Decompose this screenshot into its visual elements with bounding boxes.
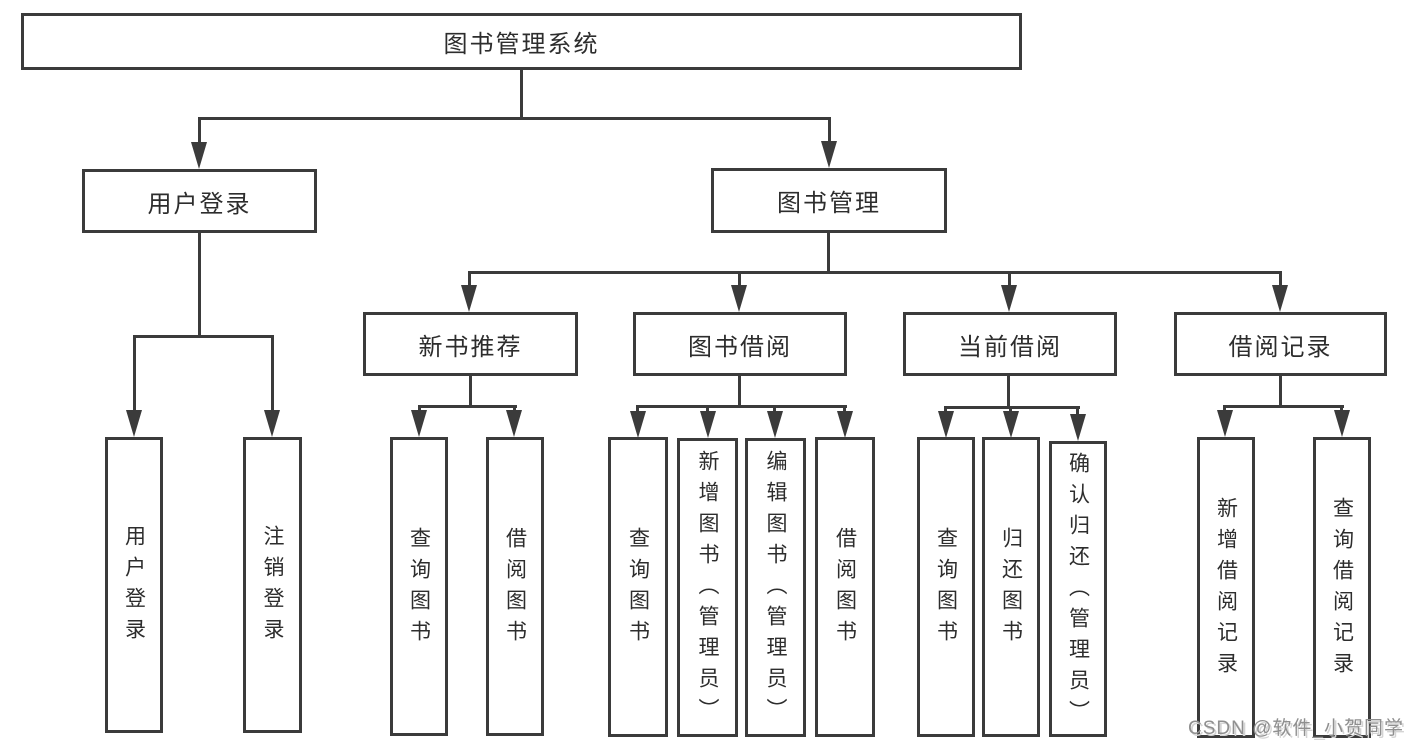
connector-line [271, 335, 274, 413]
arrow-down-icon [1272, 285, 1288, 312]
connector-line [418, 405, 421, 414]
arrow-down-icon [1070, 414, 1086, 441]
arrow-down-icon [700, 411, 716, 438]
connector-line [1223, 405, 1344, 408]
connector-line [1279, 374, 1282, 408]
arrow-down-icon [1334, 410, 1350, 437]
arrow-down-icon [1217, 410, 1233, 437]
arrow-down-icon [264, 410, 280, 437]
node-new-book-recommend: 新书推荐 [363, 312, 578, 376]
arrow-down-icon [1003, 411, 1019, 438]
connector-line [513, 405, 516, 414]
connector-line [469, 374, 472, 408]
leaf-logout: 注销登录 [243, 437, 302, 733]
connector-line [1076, 406, 1079, 417]
leaf-confirm-return-admin: 确认归还（管理员） [1049, 441, 1107, 737]
connector-line [133, 335, 274, 338]
arrow-down-icon [191, 142, 207, 169]
connector-line [828, 117, 831, 145]
arrow-down-icon [1001, 285, 1017, 312]
arrow-down-icon [506, 410, 522, 437]
leaf-query-books-current: 查询图书 [917, 437, 975, 737]
connector-line [773, 405, 776, 414]
node-book-management: 图书管理 [711, 168, 947, 233]
connector-line [469, 271, 1282, 274]
connector-line [706, 405, 709, 414]
leaf-user-login: 用户登录 [105, 437, 163, 733]
connector-line [1007, 374, 1010, 409]
node-book-borrow: 图书借阅 [633, 312, 847, 376]
leaf-query-borrow-record: 查询借阅记录 [1313, 437, 1371, 738]
connector-line [1279, 271, 1282, 288]
connector-line [1223, 405, 1226, 414]
connector-line [133, 335, 136, 413]
connector-line [738, 271, 741, 288]
node-user-login: 用户登录 [82, 169, 317, 233]
connector-line [944, 406, 947, 414]
arrow-down-icon [821, 141, 837, 168]
connector-line [198, 231, 201, 338]
connector-line [1340, 405, 1343, 414]
connector-line [198, 117, 201, 145]
connector-line [636, 405, 847, 408]
leaf-return-book: 归还图书 [982, 437, 1040, 737]
leaf-borrow-books-recommend: 借阅图书 [486, 437, 544, 736]
connector-line [944, 406, 1080, 409]
connector-line [843, 405, 846, 414]
connector-line [198, 117, 831, 120]
connector-line [468, 271, 471, 288]
connector-line [636, 405, 639, 414]
connector-line [1008, 271, 1011, 288]
leaf-query-books-borrow: 查询图书 [608, 437, 668, 737]
node-current-borrow: 当前借阅 [903, 312, 1117, 376]
arrow-down-icon [938, 411, 954, 438]
arrow-down-icon [767, 411, 783, 438]
connector-line [520, 68, 523, 120]
connector-line [418, 405, 517, 408]
leaf-add-book-admin: 新增图书（管理员） [677, 438, 738, 737]
leaf-add-borrow-record: 新增借阅记录 [1197, 437, 1255, 738]
connector-line [1009, 406, 1012, 414]
arrow-down-icon [461, 285, 477, 312]
arrow-down-icon [731, 285, 747, 312]
connector-line [738, 374, 741, 408]
arrow-down-icon [630, 411, 646, 438]
leaf-query-books-recommend: 查询图书 [390, 437, 448, 736]
connector-line [827, 231, 830, 274]
node-root: 图书管理系统 [21, 13, 1022, 70]
node-borrow-records: 借阅记录 [1174, 312, 1387, 376]
csdn-watermark: CSDN @软件_小贺同学 [1188, 718, 1404, 739]
arrow-down-icon [411, 410, 427, 437]
leaf-edit-book-admin: 编辑图书（管理员） [745, 438, 806, 737]
arrow-down-icon [837, 411, 853, 438]
leaf-borrow-books: 借阅图书 [815, 437, 875, 737]
arrow-down-icon [126, 410, 142, 437]
